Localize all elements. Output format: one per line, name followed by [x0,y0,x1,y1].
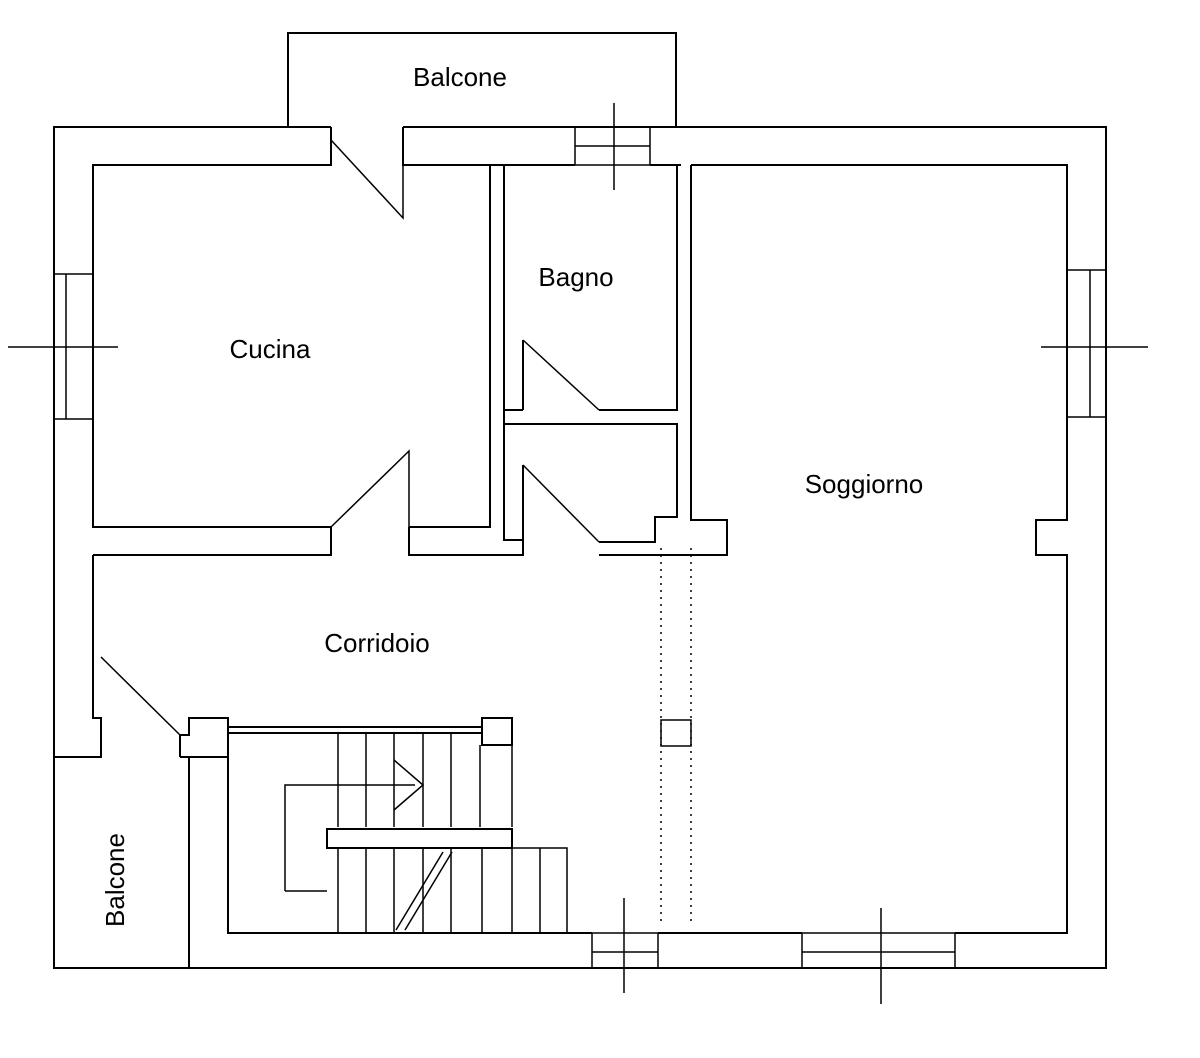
room-labels: Balcone Cucina Bagno Soggiorno Corridoio… [100,62,923,927]
label-balcone-left: Balcone [100,833,130,927]
staircase [179,717,568,933]
beam-dotted [660,548,692,923]
label-soggiorno: Soggiorno [805,469,924,499]
doors [100,139,600,736]
label-corridoio: Corridoio [324,628,430,658]
label-bagno: Bagno [538,262,613,292]
label-cucina: Cucina [230,334,311,364]
label-balcone-top: Balcone [413,62,507,92]
balcony-top [287,32,677,127]
windows [8,103,1148,1004]
column [660,719,692,747]
exterior-walls [53,126,1107,969]
interior-walls [93,165,728,556]
